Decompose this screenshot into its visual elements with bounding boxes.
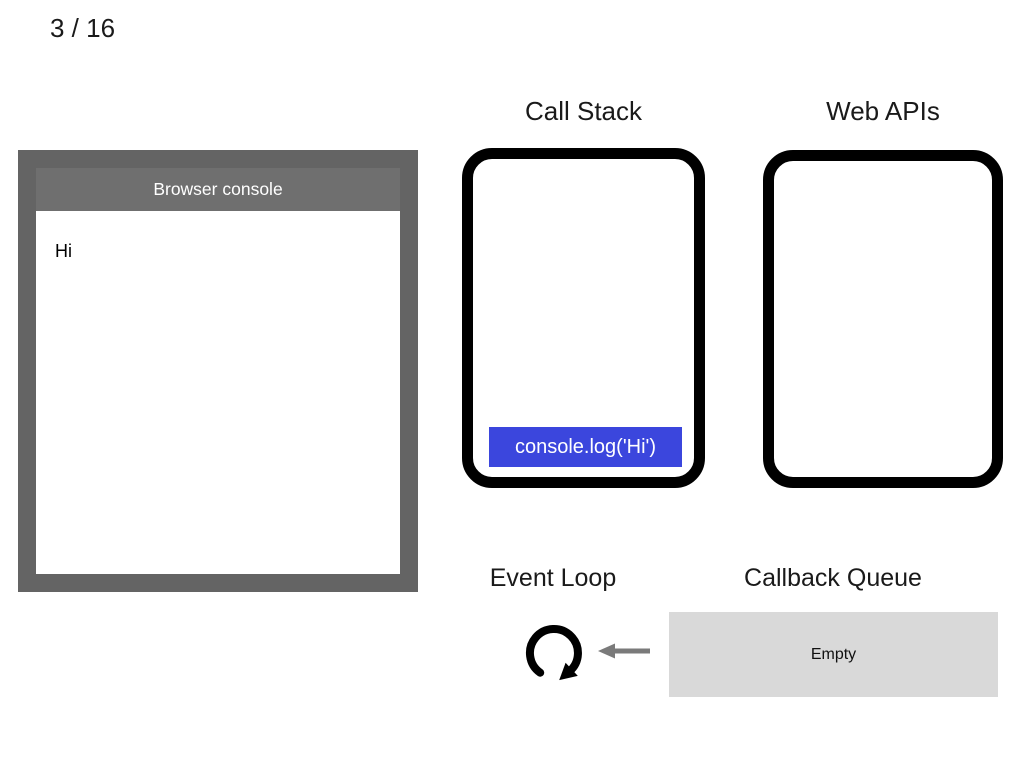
stack-frame: console.log('Hi'): [489, 427, 682, 467]
callback-queue-box: Empty: [669, 612, 998, 697]
callback-queue-empty-label: Empty: [810, 645, 857, 663]
callback-queue-title: Callback Queue: [744, 564, 922, 592]
web-apis-title: Web APIs: [826, 96, 940, 126]
circular-arrow-icon: [525, 625, 582, 681]
browser-console-output: Hi: [36, 211, 400, 574]
slide-page-counter: 3 / 16: [50, 13, 116, 43]
browser-console-title: Browser console: [36, 168, 400, 211]
left-arrow-icon: [598, 643, 650, 659]
console-log-line: Hi: [55, 241, 72, 261]
call-stack-box: console.log('Hi'): [462, 148, 705, 488]
call-stack-title: Call Stack: [524, 96, 643, 126]
browser-console-panel: Browser console Hi: [18, 150, 418, 592]
event-loop-title: Event Loop: [489, 564, 617, 592]
web-apis-box: [763, 150, 1003, 488]
